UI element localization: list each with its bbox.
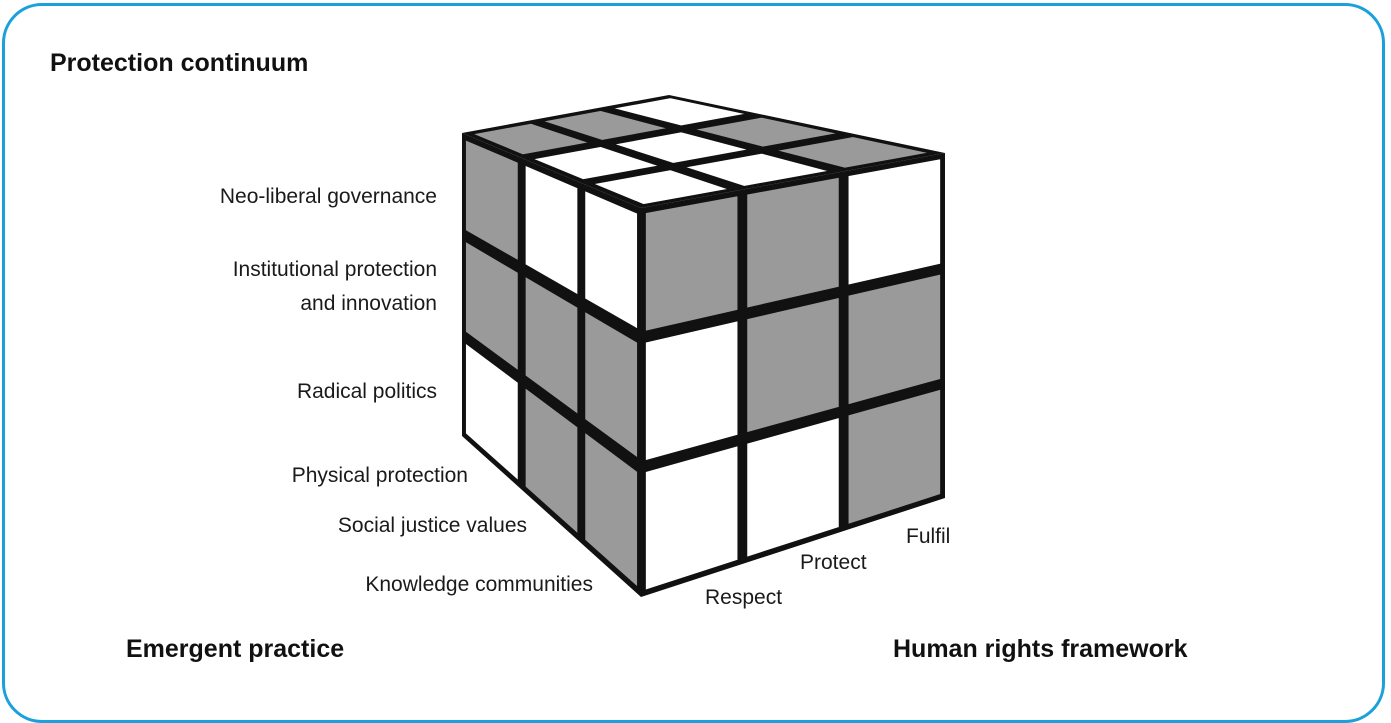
cube-left-sticker-2-0 xyxy=(463,340,521,484)
cube-front-sticker-2-2 xyxy=(846,386,943,527)
cube-left-sticker-1-0 xyxy=(463,238,521,374)
column-label-respect: Respect xyxy=(705,586,783,609)
depth-label-social-justice: Social justice values xyxy=(337,514,527,537)
cube-top-sticker-1-1 xyxy=(609,129,754,166)
row-label-neo-liberal: Neo-liberal governance xyxy=(219,185,437,208)
cube-left-sticker-2-2 xyxy=(582,429,640,591)
cube-left-sticker-0-2 xyxy=(582,188,640,332)
cube-front-sticker-0-0 xyxy=(643,193,740,334)
cube-top-sticker-0-2 xyxy=(607,95,752,128)
cube-top-sticker-1-0 xyxy=(528,144,664,182)
cube-front-sticker-2-0 xyxy=(643,443,740,593)
emergent-practice-heading: Emergent practice xyxy=(126,635,345,663)
cube-left-sticker-1-2 xyxy=(582,308,640,461)
cube-front-sticker-0-1 xyxy=(744,175,842,311)
cube-front-sticker-1-0 xyxy=(643,318,740,463)
cube-left-sticker-1-1 xyxy=(523,273,580,418)
column-label-fulfil: Fulfil xyxy=(906,525,951,548)
cube-left-sticker-0-0 xyxy=(463,137,521,264)
cube-left-sticker-0-1 xyxy=(523,162,580,298)
cube-front-sticker-0-2 xyxy=(846,156,943,288)
rubiks-cube-diagram xyxy=(462,95,945,597)
cube-front-sticker-1-2 xyxy=(846,271,943,408)
row-label-institutional: Institutional protection and innovation xyxy=(232,258,437,315)
cube-front-sticker-2-1 xyxy=(744,415,842,560)
cube-top-sticker-0-1 xyxy=(538,108,673,143)
cube-left-sticker-2-1 xyxy=(523,384,580,537)
cube-top-sticker-2-2 xyxy=(771,134,935,171)
cube-top-sticker-2-1 xyxy=(680,151,835,189)
cube-front-sticker-1-1 xyxy=(744,295,842,435)
cube-top-sticker-0-0 xyxy=(468,121,594,157)
cube-top-sticker-1-2 xyxy=(689,115,844,150)
column-label-protect: Protect xyxy=(800,551,867,574)
depth-label-knowledge-communities: Knowledge communities xyxy=(365,573,593,596)
human-rights-framework-heading: Human rights framework xyxy=(893,635,1188,663)
cube-top-sticker-2-0 xyxy=(589,167,734,207)
depth-label-physical-protection: Physical protection xyxy=(291,464,468,487)
diagram-title: Protection continuum xyxy=(50,49,309,77)
row-label-radical-politics: Radical politics xyxy=(296,380,437,403)
